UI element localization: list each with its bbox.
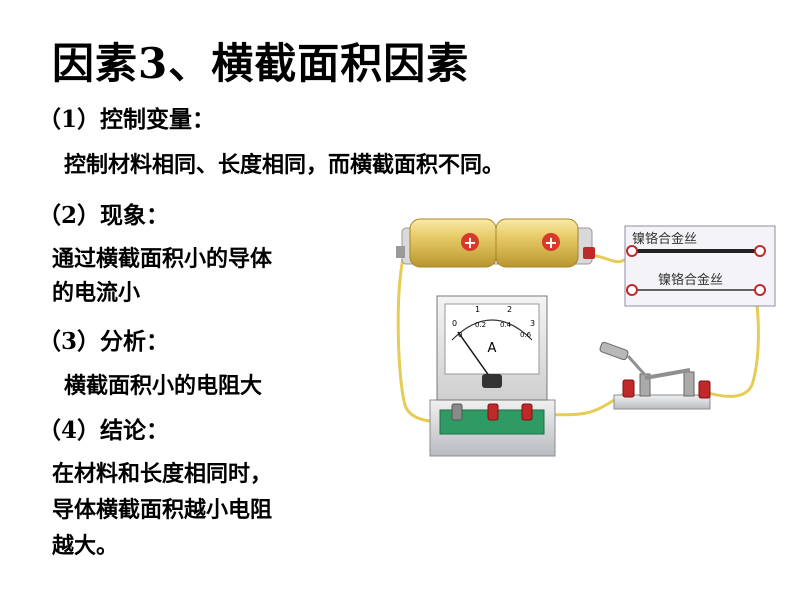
section-text-control-variables: 控制材料相同、长度相同，而横截面积不同。 bbox=[64, 152, 505, 178]
section-text-conclusion-line1: 在材料和长度相同时， bbox=[52, 461, 273, 487]
switch-terminal-left bbox=[622, 379, 635, 398]
board-terminal-icon bbox=[754, 245, 766, 257]
battery-cell-left bbox=[409, 218, 497, 268]
scale-bottom-2: 0.4 bbox=[500, 321, 512, 329]
ammeter-unit-label: A bbox=[488, 341, 497, 356]
battery-terminal-right bbox=[583, 247, 595, 259]
ammeter-scale-arc bbox=[451, 319, 533, 341]
scale-top-0: 0 bbox=[452, 319, 457, 328]
ammeter-dial bbox=[444, 303, 540, 375]
battery-plus-sign-right: + bbox=[544, 233, 557, 252]
ammeter: 0 1 2 3 0 0.2 0.4 0.6 A bbox=[429, 295, 556, 457]
battery-pack: + + bbox=[396, 218, 595, 268]
section-text-phenomenon-line1: 通过横截面积小的导体 bbox=[52, 246, 273, 272]
section-heading-analysis: （3）分析： bbox=[38, 328, 170, 355]
section-text-conclusion-line2: 导体横截面积越小电阻 bbox=[52, 497, 273, 523]
board-terminal-icon bbox=[754, 284, 766, 296]
terminal-neg-icon bbox=[451, 403, 463, 421]
switch-clip bbox=[683, 371, 695, 397]
section-text-analysis: 横截面积小的电阻大 bbox=[64, 373, 263, 399]
circuit-diagram: + + 镍铬合金丝 镍铬合金丝 0 1 2 3 0 0.2 0.4 0.6 A bbox=[396, 218, 776, 457]
terminal-red-icon bbox=[521, 403, 533, 421]
section-heading-phenomenon: （2）现象： bbox=[38, 202, 170, 229]
ammeter-terminals bbox=[451, 403, 533, 421]
battery-terminal-left bbox=[396, 246, 405, 258]
wire-battery-to-ammeter bbox=[396, 257, 457, 423]
wire-board-to-switch bbox=[704, 289, 760, 398]
switch-terminal-right bbox=[698, 380, 711, 399]
battery-plus-sign-left: + bbox=[463, 233, 476, 252]
battery-plus-icon bbox=[461, 233, 479, 251]
ammeter-zero-adjuster bbox=[482, 374, 502, 388]
section-text-conclusion-line3: 越大。 bbox=[52, 533, 119, 559]
ammeter-needle bbox=[457, 331, 493, 381]
switch-blade bbox=[644, 368, 691, 380]
board-terminal-icon bbox=[626, 245, 638, 257]
board-terminal-icon bbox=[626, 284, 638, 296]
scale-bottom-1: 0.2 bbox=[475, 321, 486, 329]
switch-handle-rod bbox=[626, 354, 647, 377]
wire-label-top: 镍铬合金丝 bbox=[632, 231, 697, 247]
terminal-red-icon bbox=[487, 403, 499, 421]
page-title: 因素3、横截面积因素 bbox=[52, 39, 470, 88]
switch-base bbox=[613, 394, 711, 410]
board-panel bbox=[624, 225, 776, 307]
switch-handle bbox=[599, 341, 629, 361]
section-heading-control-variables: （1）控制变量： bbox=[38, 106, 216, 133]
scale-top-1: 1 bbox=[475, 305, 480, 314]
section-heading-conclusion: （4）结论： bbox=[38, 417, 170, 444]
section-text-phenomenon-line2: 的电流小 bbox=[52, 280, 141, 306]
nichrome-wire-board: 镍铬合金丝 镍铬合金丝 bbox=[624, 225, 776, 307]
battery-plus-icon bbox=[542, 233, 560, 251]
wire-label-bottom: 镍铬合金丝 bbox=[658, 272, 723, 288]
scale-top-3: 3 bbox=[530, 319, 535, 328]
battery-cell-right bbox=[495, 218, 579, 268]
scale-bottom-3: 0.6 bbox=[520, 331, 532, 339]
knife-switch bbox=[599, 341, 711, 410]
scale-top-2: 2 bbox=[507, 305, 512, 314]
